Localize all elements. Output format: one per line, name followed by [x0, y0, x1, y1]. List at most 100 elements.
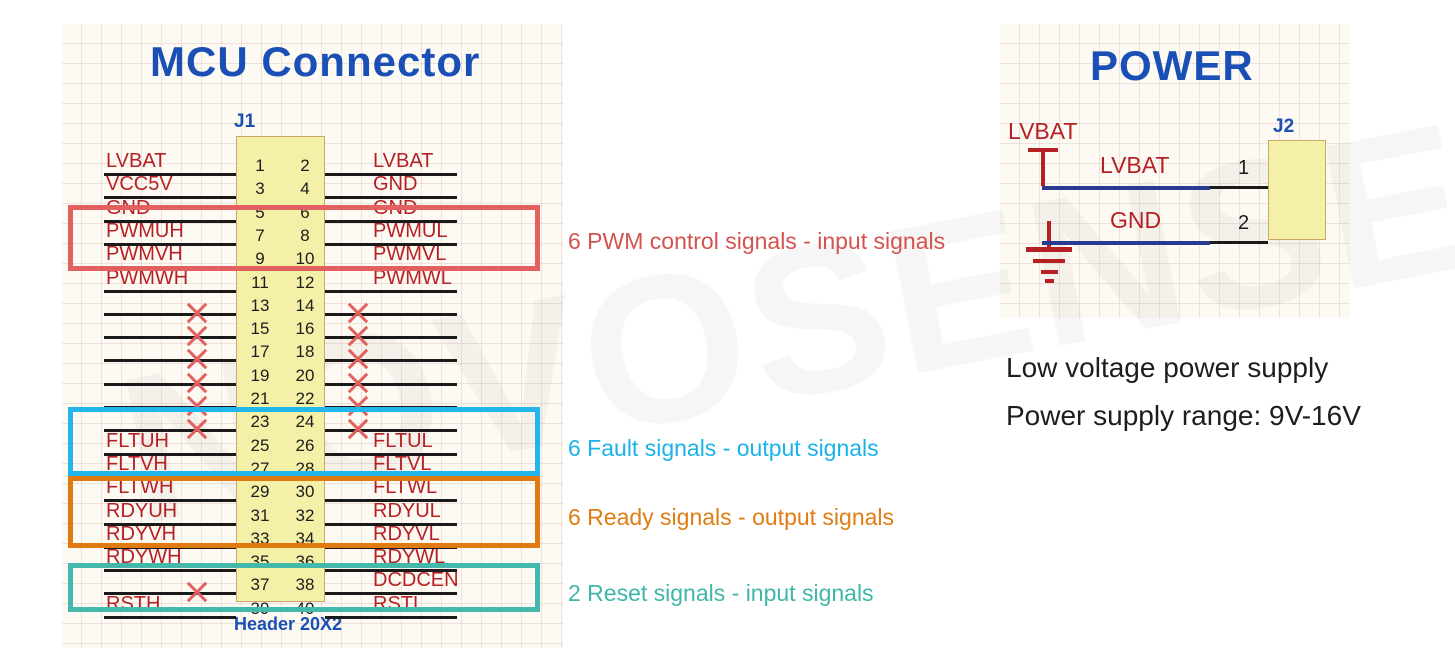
j1-netlabel-pin-8: PWMUL — [373, 220, 448, 242]
ground-symbol-icon — [1020, 221, 1080, 283]
j1-pinnum-15: 15 — [250, 319, 270, 339]
j1-netlabel-pin-3: VCC5V — [106, 173, 173, 195]
j1-netlabel-pin-32: RDYUL — [373, 500, 441, 522]
j1-wire-pin-6 — [325, 220, 457, 223]
j1-wire-pin-31 — [104, 523, 236, 526]
j1-wire-pin-19 — [104, 383, 236, 386]
power-wire-lvbat — [1042, 186, 1210, 190]
j1-netlabel-pin-33: RDYVH — [106, 523, 177, 545]
j1-pinnum-9: 9 — [255, 249, 265, 269]
highlight-box-fault — [68, 407, 540, 476]
j1-netlabel-pin-1: LVBAT — [106, 150, 167, 172]
j1-footprint-label: Header 20X2 — [234, 614, 343, 634]
j1-connector-body — [236, 136, 325, 602]
power-stub-lvbat — [1210, 186, 1268, 189]
power-wire-gnd — [1042, 241, 1210, 245]
j2-pinnum-1: 1 — [1238, 157, 1250, 179]
annotation-fault: 6 Fault signals - output signals — [568, 435, 879, 461]
j1-wire-pin-32 — [325, 523, 457, 526]
j1-pinnum-4: 4 — [300, 179, 310, 199]
j1-pinnum-29: 29 — [250, 482, 270, 502]
j1-netlabel-pin-38: DCDCEN — [373, 569, 459, 591]
j1-pinnum-1: 1 — [255, 156, 265, 175]
j1-pinnum-22: 22 — [295, 389, 315, 408]
j1-wire-pin-35 — [104, 569, 236, 572]
j1-pinnum-37: 37 — [250, 575, 270, 595]
j1-wire-pin-2 — [325, 173, 457, 176]
j1-wire-pin-37 — [104, 592, 236, 595]
j1-netlabel-pin-11: PWMWH — [106, 267, 189, 289]
highlight-box-pwm — [68, 205, 540, 271]
lvbat-port-label: LVBAT — [1008, 118, 1078, 144]
j1-wire-pin-8 — [325, 243, 457, 246]
j1-netlabel-pin-7: PWMUH — [106, 220, 184, 242]
j1-pinnum-26: 26 — [295, 435, 315, 455]
j1-wire-pin-40 — [325, 616, 457, 619]
j1-pinnum-8: 8 — [300, 225, 310, 245]
j1-pinnum-7: 7 — [255, 225, 265, 245]
j1-pinnum-21: 21 — [250, 389, 270, 408]
j1-pinnum-6: 6 — [300, 202, 310, 222]
j1-pinnum-14: 14 — [295, 295, 315, 315]
power-title: POWER — [1090, 42, 1254, 89]
j1-pinnum-32: 32 — [295, 505, 315, 525]
j1-pinnum-3: 3 — [255, 179, 265, 199]
j1-netlabel-pin-29: FLTWH — [106, 476, 174, 498]
j1-wire-pin-36 — [325, 569, 457, 572]
j1-wire-pin-20 — [325, 383, 457, 386]
j1-netlabel-pin-30: FLTWL — [373, 476, 438, 498]
j1-pinnum-2: 2 — [300, 156, 310, 175]
j1-wire-pin-13 — [104, 313, 236, 316]
j1-netlabel-pin-4: GND — [373, 173, 418, 195]
j1-pinnum-25: 25 — [250, 435, 270, 455]
j1-wire-pin-11 — [104, 290, 236, 293]
j1-pinnum-17: 17 — [250, 342, 270, 362]
j1-wire-pin-38 — [325, 592, 457, 595]
j1-pinnum-10: 10 — [295, 249, 315, 269]
j1-netlabel-pin-2: LVBAT — [373, 150, 434, 172]
j1-wire-pin-18 — [325, 359, 457, 362]
j1-pinnum-12: 12 — [295, 272, 315, 292]
power-stub-gnd — [1210, 241, 1268, 244]
j1-pinnum-5: 5 — [255, 202, 265, 222]
j1-wire-pin-26 — [325, 453, 457, 456]
j1-wire-pin-7 — [104, 243, 236, 246]
j1-wire-pin-30 — [325, 499, 457, 502]
power-netlabel-lvbat: LVBAT — [1100, 152, 1170, 178]
j1-pinnum-11: 11 — [251, 272, 269, 292]
j1-pinnum-18: 18 — [295, 342, 315, 362]
annotation-reset: 2 Reset signals - input signals — [568, 580, 874, 606]
j2-pinnum-2: 2 — [1238, 212, 1250, 234]
j1-netlabel-pin-35: RDYWH — [106, 546, 182, 568]
j1-netlabel-pin-27: FLTVH — [106, 453, 168, 475]
annotation-ready: 6 Ready signals - output signals — [568, 504, 895, 530]
j2-refdes-label: J2 — [1273, 116, 1295, 137]
highlight-box-reset — [68, 563, 540, 612]
power-netlabel-gnd: GND — [1110, 207, 1162, 233]
j1-netlabel-pin-12: PWMWL — [373, 267, 452, 289]
description-line-2: Power supply range: 9V-16V — [1006, 400, 1361, 431]
annotation-pwm: 6 PWM control signals - input signals — [568, 228, 946, 254]
highlight-box-ready — [68, 476, 540, 548]
j1-netlabel-pin-9: PWMVH — [106, 243, 183, 265]
j1-wire-pin-29 — [104, 499, 236, 502]
j1-pinnum-20: 20 — [295, 365, 315, 385]
j1-wire-pin-24 — [325, 429, 457, 432]
j1-wire-pin-3 — [104, 196, 236, 199]
j1-pinnum-23: 23 — [250, 412, 270, 432]
j1-pinnum-24: 24 — [295, 412, 315, 432]
j1-netlabel-pin-36: RDYWL — [373, 546, 446, 568]
mcu-connector-title: MCU Connector — [150, 38, 481, 85]
j1-pinnum-16: 16 — [295, 319, 315, 339]
j1-wire-pin-25 — [104, 453, 236, 456]
j1-wire-pin-17 — [104, 359, 236, 362]
j1-wire-pin-5 — [104, 220, 236, 223]
j1-wire-pin-23 — [104, 429, 236, 432]
j1-wire-pin-16 — [325, 336, 457, 339]
j1-pinnum-38: 38 — [295, 575, 315, 595]
j2-connector-body — [1268, 140, 1326, 240]
j1-wire-pin-14 — [325, 313, 457, 316]
j1-wire-pin-12 — [325, 290, 457, 293]
j1-wire-pin-15 — [104, 336, 236, 339]
